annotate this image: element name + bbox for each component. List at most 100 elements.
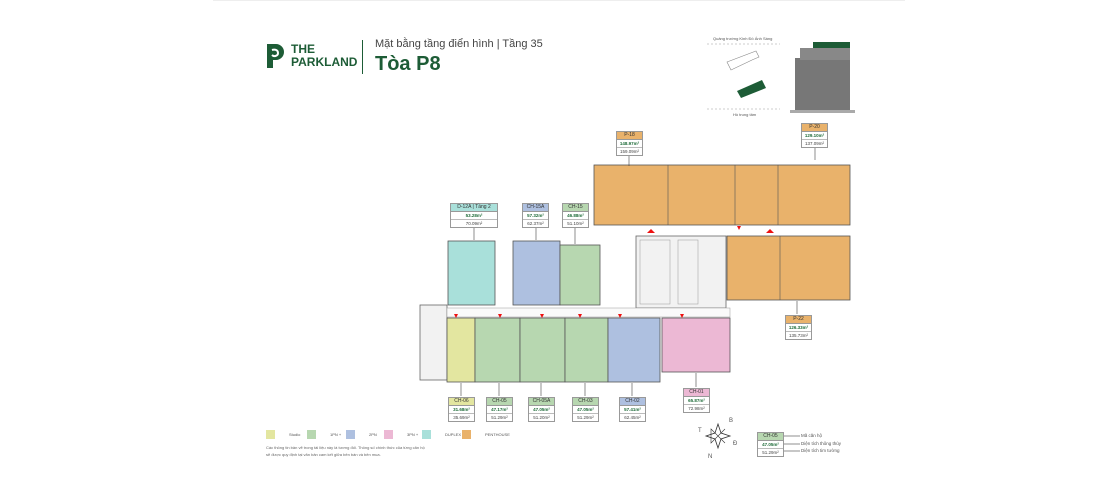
unit-code: P-22: [786, 316, 811, 324]
key-net: 47.05m²: [758, 441, 783, 449]
unit-net-area: 148.97m²: [617, 140, 642, 148]
unit-code: CH-06: [449, 398, 474, 406]
unit-gross-area: 159.09m²: [619, 149, 639, 154]
brand-line1: THE: [291, 42, 315, 56]
note-line1: Các thông tin bản vẽ trong tài liệu này …: [266, 445, 425, 450]
key-code: CH-05: [758, 433, 783, 441]
legend-swatch: [346, 430, 355, 439]
unit-net-area: 47.05m²: [573, 406, 598, 414]
unit-code: CH-05A: [529, 398, 554, 406]
legend-studio: Studio: [266, 430, 300, 439]
lower-units: [446, 317, 731, 383]
entrance-markers: [454, 226, 774, 318]
legend-1pn: 1PN +: [307, 430, 341, 439]
unit-net-area: 57.41m²: [620, 406, 645, 414]
upper-units: [447, 240, 601, 306]
legend-swatch: [307, 430, 316, 439]
unit-net-area: 126.33m²: [786, 324, 811, 332]
unit-code: CH-15: [563, 204, 588, 212]
unit-gross-area: 72.98m²: [688, 406, 705, 411]
legend-swatch: [422, 430, 431, 439]
page-subtitle: Mặt bằng tầng điển hình | Tầng 35: [375, 38, 543, 50]
unit-code: CH-05: [487, 398, 512, 406]
legend-label: 2PN: [369, 432, 377, 437]
unit-net-area: 46.88m²: [563, 212, 588, 220]
key-code-label: Mã căn hộ: [801, 433, 823, 438]
key-net-label: Diện tích thông thủy: [801, 441, 842, 446]
unit-code: CH-15A: [523, 204, 548, 212]
legend-2pn: 2PN: [346, 430, 377, 439]
disclaimer-note: Các thông tin bản vẽ trong tài liệu này …: [266, 444, 425, 458]
unit-gross-area: 51.20m²: [533, 415, 550, 420]
legend-label: PENTHOUSE: [485, 432, 510, 437]
building-elevation: [790, 42, 855, 113]
compass-s: N: [708, 454, 713, 460]
key-gross-label: Diện tích tim tường: [801, 448, 840, 453]
unit-code: CH-01: [684, 389, 709, 397]
unit-gross-area: 70.09m²: [465, 221, 483, 226]
unit-gross-area: 35.69m²: [453, 415, 470, 420]
unit-gross-area: 51.29m²: [577, 415, 594, 420]
unit-gross-area: 135.73m²: [788, 333, 808, 338]
unit-gross-area: 62.45m²: [624, 415, 641, 420]
unit-net-area: 65.87m²: [684, 397, 709, 405]
parkland-logo-icon: [267, 44, 284, 68]
leader-lines: [460, 148, 816, 452]
site-map-top-label: Quảng trường Kinh Đô Ánh Sáng: [713, 36, 773, 41]
note-line2: sẽ được quy định tại văn bản cam kết giữ…: [266, 452, 381, 457]
penthouse-units: [593, 164, 851, 301]
header-divider: [362, 40, 363, 74]
legend-3pn: 3PN +: [384, 430, 418, 439]
unit-net-area: 47.05m²: [529, 406, 554, 414]
legend-label: DUPLEX: [445, 432, 462, 437]
unit-code: CH-03: [573, 398, 598, 406]
unit-gross-area: 51.29m²: [491, 415, 508, 420]
unit-net-area: 31.68m²: [449, 406, 474, 414]
compass-n: B: [729, 418, 734, 424]
compass-w: T: [698, 428, 702, 434]
unit-net-area: 47.17m²: [487, 406, 512, 414]
unit-code: P-18: [617, 132, 642, 140]
site-map: [707, 43, 780, 110]
legend-swatch: [462, 430, 471, 439]
unit-gross-area: 51.10m²: [567, 221, 584, 226]
page-frame: [213, 0, 905, 480]
legend-label: 1PN +: [330, 432, 342, 437]
unit-gross-area: 62.37m²: [527, 221, 544, 226]
unit-code: D-12A: [457, 204, 472, 210]
unit-net-area: 129.10m²: [802, 132, 827, 140]
legend-swatch: [384, 430, 393, 439]
legend-duplex: DUPLEX: [422, 430, 461, 439]
compass-icon: [704, 422, 732, 450]
unit-net-area: 57.32m²: [523, 212, 548, 220]
legend-swatch: [266, 430, 275, 439]
legend-label: Studio: [289, 432, 301, 437]
key-gross: 51.29m²: [762, 450, 779, 455]
brand-line2: PARKLAND: [291, 55, 358, 69]
compass-e: Đ: [733, 441, 738, 447]
page-title: Tòa P8: [375, 53, 441, 75]
unit-code: CH-02: [620, 398, 645, 406]
site-map-bottom-label: Hồ trung tâm: [733, 112, 757, 117]
unit-net-area: 53.28m²: [451, 212, 497, 220]
unit-floor: Tầng 2: [475, 204, 491, 210]
unit-gross-area: 137.09m²: [804, 141, 824, 146]
legend-penthouse: PENTHOUSE: [462, 430, 510, 439]
legend-label: 3PN +: [407, 432, 419, 437]
core-stairs: [419, 235, 731, 381]
